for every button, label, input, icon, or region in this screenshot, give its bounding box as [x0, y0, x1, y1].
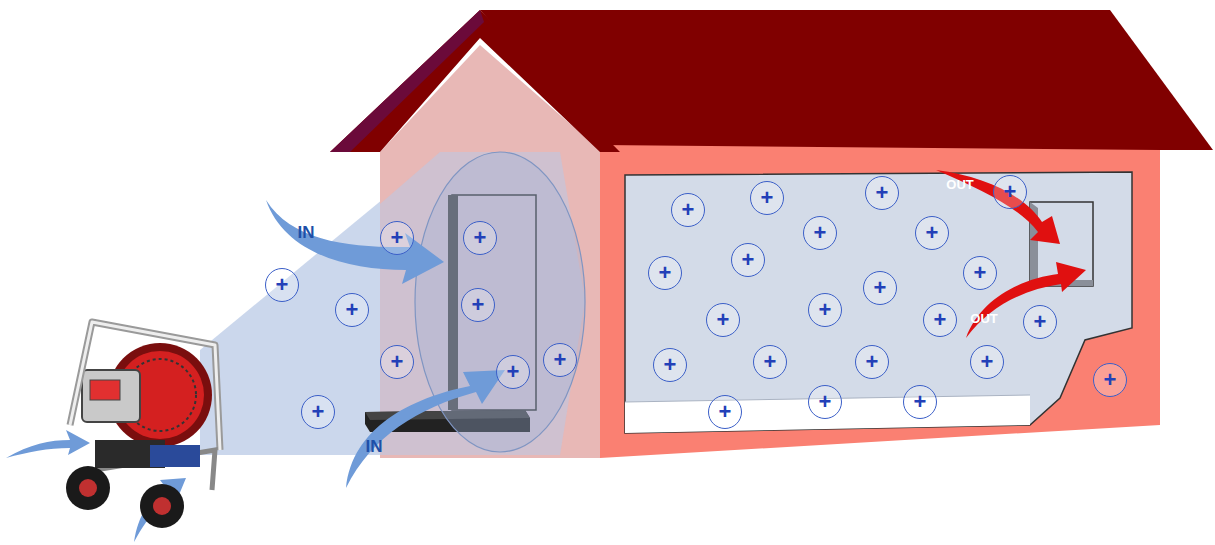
pressure-particle: +: [993, 175, 1027, 209]
plus-sign: +: [659, 262, 672, 284]
pressure-particle: +: [865, 176, 899, 210]
engine-tank: [90, 380, 120, 400]
plus-sign: +: [876, 182, 889, 204]
pressure-particle: +: [265, 268, 299, 302]
frame-tube-highlight: [70, 322, 220, 450]
plus-sign: +: [764, 351, 777, 373]
interior-room: [625, 172, 1132, 433]
plus-sign: +: [819, 391, 832, 413]
wheel-hub: [153, 497, 171, 515]
outflow-arrow: [966, 262, 1086, 338]
plus-sign: +: [682, 199, 695, 221]
fan-motor: [150, 445, 200, 467]
frame-tube: [70, 322, 220, 450]
plus-sign: +: [664, 354, 677, 376]
plus-sign: +: [1104, 369, 1117, 391]
pressure-particle: +: [863, 271, 897, 305]
plus-sign: +: [391, 227, 404, 249]
plus-sign: +: [312, 401, 325, 423]
pressure-particle: +: [1023, 305, 1057, 339]
outflow-label: OUT: [970, 312, 997, 325]
plus-sign: +: [719, 401, 732, 423]
plus-sign: +: [507, 361, 520, 383]
engine: [82, 370, 140, 422]
wheel: [140, 484, 184, 528]
plus-sign: +: [874, 277, 887, 299]
pressure-particle: +: [648, 256, 682, 290]
wheel: [66, 466, 110, 510]
pressure-particle: +: [808, 385, 842, 419]
plus-sign: +: [717, 309, 730, 331]
pressure-particle: +: [903, 385, 937, 419]
plus-sign: +: [472, 294, 485, 316]
plus-sign: +: [276, 274, 289, 296]
plus-sign: +: [1034, 311, 1047, 333]
plus-sign: +: [761, 187, 774, 209]
plus-sign: +: [914, 391, 927, 413]
pressure-particle: +: [301, 395, 335, 429]
intake-arrow: [6, 430, 90, 458]
plus-sign: +: [981, 351, 994, 373]
pressure-particle: +: [461, 288, 495, 322]
inflow-label: IN: [298, 224, 315, 241]
airflow-cone: [200, 152, 585, 455]
inflow-label: IN: [366, 438, 383, 455]
wheel-hub: [79, 479, 97, 497]
inflow-arrow: [346, 370, 505, 488]
pressure-particle: +: [463, 221, 497, 255]
pressure-particle: +: [380, 221, 414, 255]
pressure-particle: +: [753, 345, 787, 379]
pressure-particle: +: [808, 293, 842, 327]
pressure-particle: +: [1093, 363, 1127, 397]
plus-sign: +: [554, 349, 567, 371]
side-wall: [600, 145, 1160, 458]
plus-sign: +: [1004, 181, 1017, 203]
pressure-particle: +: [803, 216, 837, 250]
ventilation-fan: [66, 322, 220, 528]
pressure-particle: +: [708, 395, 742, 429]
plus-sign: +: [934, 309, 947, 331]
plus-sign: +: [346, 299, 359, 321]
plus-sign: +: [974, 262, 987, 284]
pressure-particle: +: [855, 345, 889, 379]
pressure-particle: +: [731, 243, 765, 277]
pressure-particle: +: [653, 348, 687, 382]
pressure-particle: +: [915, 216, 949, 250]
pressure-particle: +: [671, 193, 705, 227]
intake-arrow: [134, 478, 186, 542]
plus-sign: +: [866, 351, 879, 373]
plus-sign: +: [926, 222, 939, 244]
pressure-particle: +: [335, 293, 369, 327]
plus-sign: +: [814, 222, 827, 244]
plus-sign: +: [742, 249, 755, 271]
pressure-particle: +: [496, 355, 530, 389]
outflow-arrow: [936, 170, 1060, 244]
gable-roof: [330, 10, 620, 152]
gable-edge: [330, 10, 484, 152]
outflow-label: OUT: [946, 178, 973, 191]
pressure-particle: +: [380, 345, 414, 379]
pressure-particle: +: [706, 303, 740, 337]
plus-sign: +: [391, 351, 404, 373]
plus-sign: +: [474, 227, 487, 249]
plus-sign: +: [819, 299, 832, 321]
pressure-particle: +: [963, 256, 997, 290]
pressure-particle: +: [923, 303, 957, 337]
pressure-particle: +: [750, 181, 784, 215]
pressure-particle: +: [543, 343, 577, 377]
pressure-particle: +: [970, 345, 1004, 379]
door-airflow-zone: [415, 152, 585, 452]
